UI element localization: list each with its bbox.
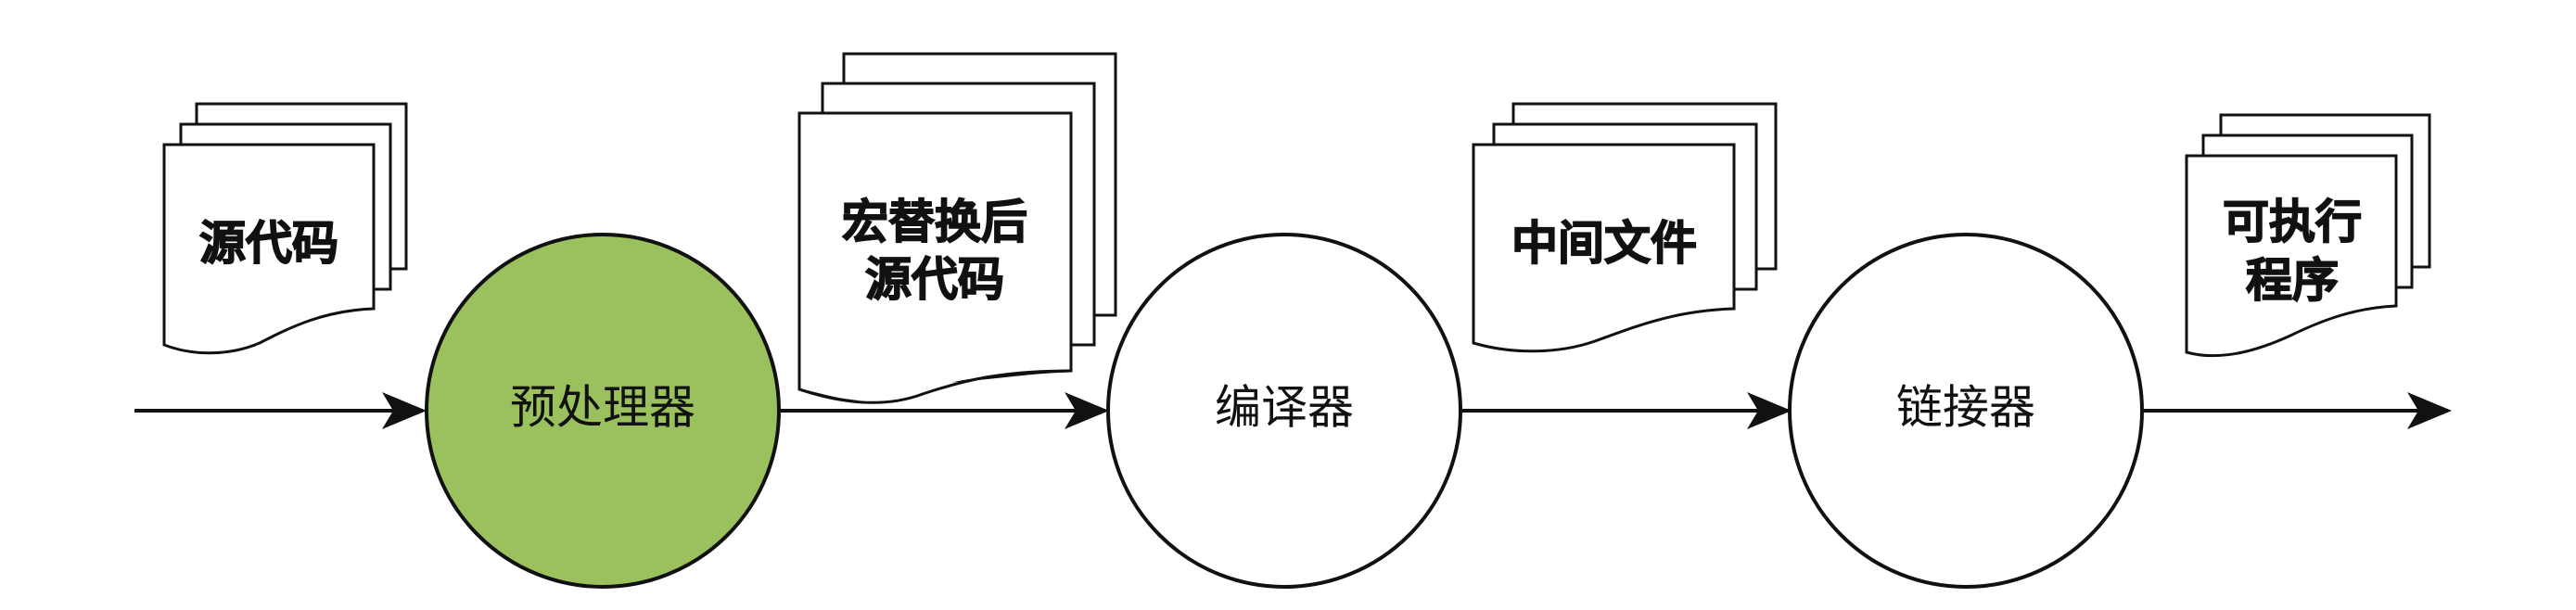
preprocessor-label: 预处理器 (510, 381, 695, 435)
compiler-label: 编译器 (1215, 381, 1354, 435)
doc-label-line-1: 宏替换后 (842, 196, 1027, 249)
doc-page-front (2185, 154, 2398, 358)
linker-label: 链接器 (1896, 381, 2035, 435)
doc-page-front-wave (798, 369, 1072, 404)
linker-circle (1788, 233, 2144, 589)
doc-page-front (1472, 143, 1736, 353)
preprocessor-circle (425, 233, 781, 589)
process-step-compiler: 编译器 (1106, 233, 1462, 589)
doc-label-line-1: 中间文件 (1511, 217, 1697, 271)
doc-label-line-1: 源代码 (199, 217, 338, 271)
compiler-circle (1106, 233, 1462, 589)
document-intermediate-file: 中间文件 (1472, 102, 1778, 353)
doc-page-front-cover (801, 115, 1069, 400)
document-executable: 可执行 程序 (2185, 113, 2431, 358)
process-step-preprocessor: 预处理器 (425, 233, 781, 589)
doc-page-front (162, 143, 376, 355)
doc-label-line-2: 源代码 (865, 253, 1004, 307)
process-step-linker: 链接器 (1788, 233, 2144, 589)
doc-label-line-1: 可执行 (2223, 196, 2362, 249)
doc-label-line-2: 程序 (2246, 254, 2339, 308)
document-source-code: 源代码 (162, 102, 408, 355)
document-macro-expanded-source: 宏替换后 源代码 (797, 52, 1117, 404)
